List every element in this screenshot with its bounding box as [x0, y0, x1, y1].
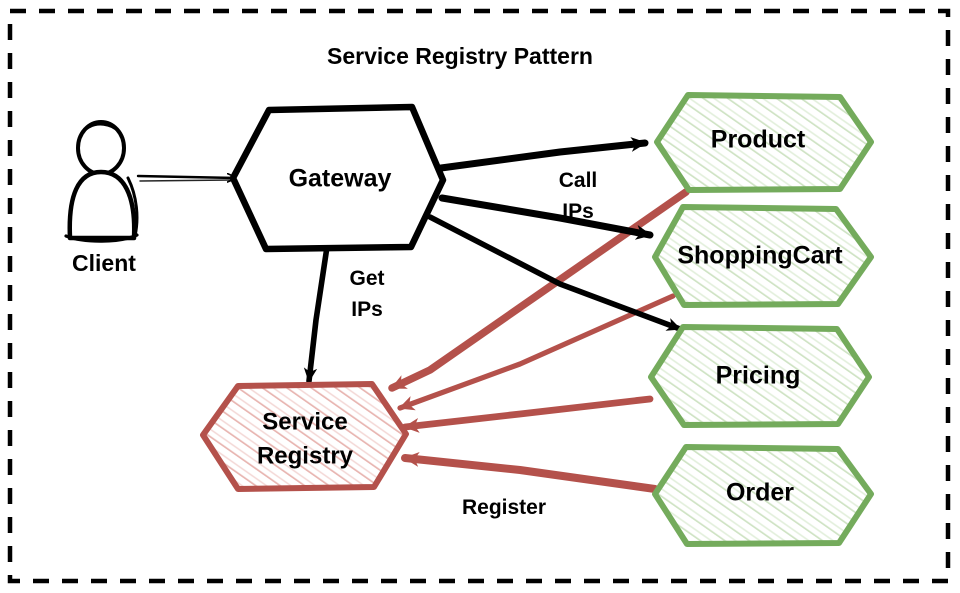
diagram-border — [7, 8, 951, 584]
pricing-hexagon-shape — [648, 324, 872, 428]
node-order[interactable]: Order — [652, 444, 874, 547]
client-body-icon — [67, 169, 137, 241]
node-service-registry-label-line2: Registry — [257, 442, 354, 469]
client-head-sketch-overlay — [84, 122, 122, 135]
node-shoppingcart[interactable]: ShoppingCart — [652, 204, 874, 308]
client-body-sketch-overlay — [64, 233, 139, 243]
actor-client-label: Client — [72, 250, 136, 276]
client-arm-sketch — [126, 176, 139, 238]
node-product-label: Product — [711, 126, 806, 154]
gateway-hexagon-shape — [229, 103, 447, 253]
node-gateway[interactable]: Gateway — [229, 103, 447, 253]
edge-label-call-ips-line1: Call — [559, 169, 598, 192]
node-gateway-label: Gateway — [289, 165, 392, 193]
service-registry-hexagon-shape — [200, 381, 409, 492]
order-hexagon-shape — [652, 444, 874, 547]
edge-product-to-registry — [388, 188, 690, 392]
edge-label-get-ips: Get IPs — [349, 267, 384, 321]
edge-gateway-to-product — [437, 137, 649, 172]
product-hexagon-shape — [654, 92, 874, 193]
page-title: Service Registry Pattern — [327, 43, 593, 69]
edge-client-to-gateway — [136, 176, 236, 181]
edge-label-register-text: Register — [462, 496, 546, 519]
edge-order-to-registry — [401, 451, 659, 493]
node-order-label: Order — [726, 479, 794, 507]
node-service-registry-label-line1: Service — [262, 408, 347, 435]
node-shoppingcart-label: ShoppingCart — [677, 242, 843, 270]
edge-gateway-to-shoppingcart — [438, 194, 654, 240]
node-product[interactable]: Product — [654, 92, 874, 193]
edge-label-register: Register — [462, 496, 546, 519]
edge-label-get-ips-line1: Get — [349, 267, 384, 290]
edge-gateway-to-pricing — [427, 214, 683, 332]
edge-shoppingcart-to-registry — [397, 293, 676, 411]
edge-gateway-to-registry — [303, 244, 330, 384]
edge-label-call-ips: Call IPs — [559, 169, 598, 223]
node-pricing-label: Pricing — [716, 362, 801, 390]
node-service-registry[interactable]: Service Registry — [200, 381, 409, 492]
actor-client[interactable]: Client — [64, 120, 139, 276]
shoppingcart-hexagon-shape — [652, 204, 874, 308]
edge-pricing-to-registry — [401, 395, 654, 433]
edge-label-get-ips-line2: IPs — [351, 298, 383, 321]
edge-label-call-ips-line2: IPs — [562, 200, 594, 223]
node-pricing[interactable]: Pricing — [648, 324, 872, 428]
